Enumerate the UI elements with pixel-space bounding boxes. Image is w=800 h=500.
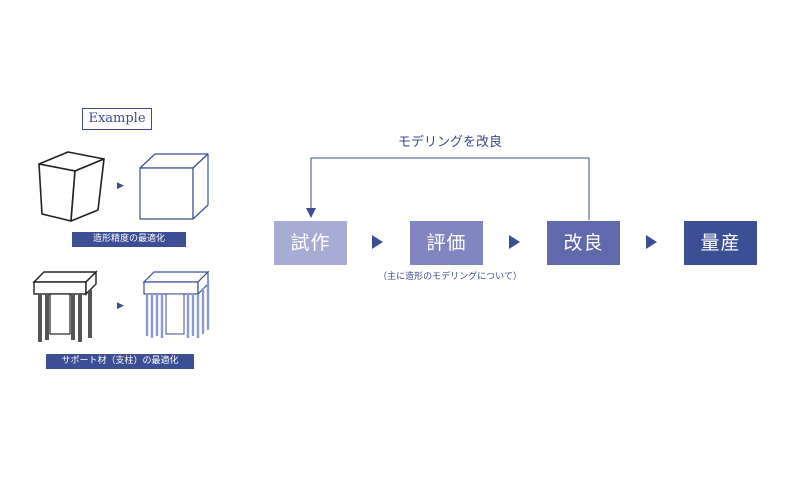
accuracy-illustration [38, 151, 209, 222]
example-arrow-2: ▶ [117, 301, 124, 311]
feedback-loop-arrow [306, 157, 590, 220]
support-illustration [32, 270, 210, 342]
support-caption: サポート材（支柱）の最適化 [46, 354, 194, 369]
step-mass-production: 量産 [684, 221, 757, 265]
accuracy-caption: 造形精度の最適化 [72, 232, 186, 247]
example-label: Example [82, 108, 152, 130]
flow-arrow-1 [372, 235, 383, 249]
flow-arrow-2 [509, 235, 520, 249]
flow-note: （主に造形のモデリングについて） [378, 272, 522, 282]
distorted-cube-icon [38, 151, 105, 222]
optimized-cube-icon [139, 153, 209, 220]
loop-label: モデリングを改良 [397, 135, 502, 150]
flow-arrow-3 [646, 235, 657, 249]
step-improvement: 改良 [547, 221, 620, 265]
step-evaluation: 評価 [410, 221, 483, 265]
original-support-icon [32, 270, 98, 342]
optimized-support-icon [142, 270, 210, 338]
example-arrow-1: ▶ [117, 181, 124, 191]
step-prototype: 試作 [274, 221, 347, 265]
